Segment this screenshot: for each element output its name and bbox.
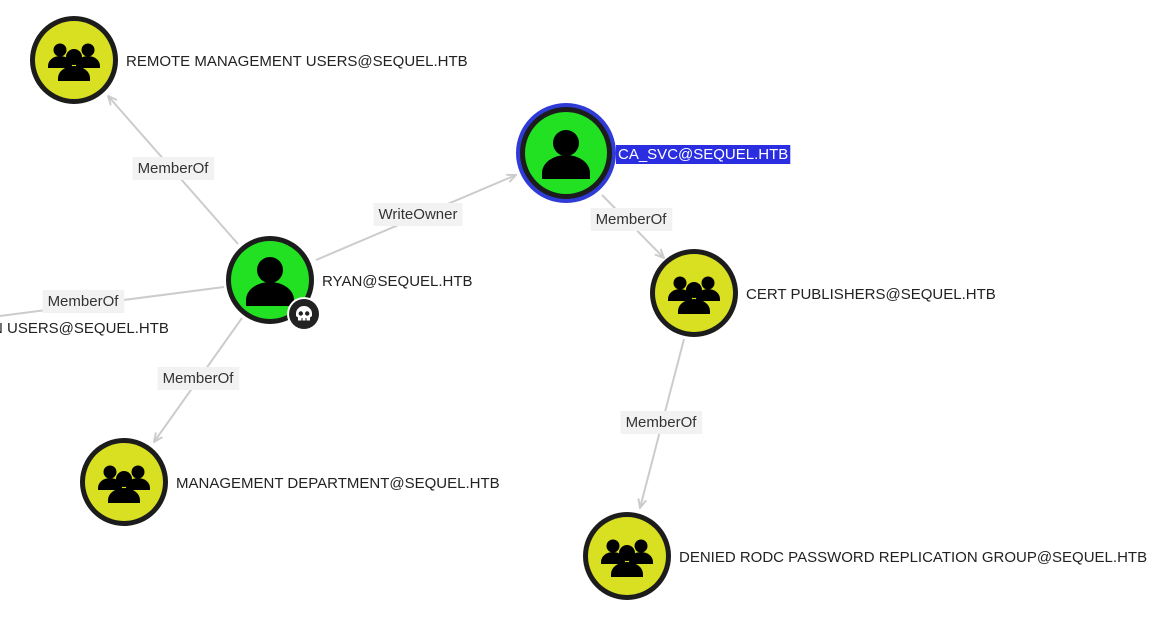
edge-label-background xyxy=(157,367,240,390)
node-mgmt-dept[interactable] xyxy=(80,438,168,526)
node-remote-mgmt[interactable] xyxy=(30,16,118,104)
edge-label-cert-denied[interactable]: MemberOf xyxy=(620,411,703,434)
node-denied-rodc[interactable] xyxy=(583,512,671,600)
edge-label-background xyxy=(620,411,703,434)
edge-label-ryan-remote[interactable]: MemberOf xyxy=(132,157,215,180)
edge-label-text: MemberOf xyxy=(596,211,668,228)
edge-label-background xyxy=(373,203,463,226)
selected-label-highlight xyxy=(616,145,791,164)
node-label-ca-svc: CA_SVC@SEQUEL.HTB xyxy=(618,146,788,163)
edge-labels-layer: MemberOfWriteOwnerMemberOfMemberOfMember… xyxy=(42,157,703,434)
skull-icon xyxy=(296,306,312,321)
edge-label-text: MemberOf xyxy=(48,293,120,310)
edge-label-background xyxy=(590,208,673,231)
nodes-layer: REMOTE MANAGEMENT USERS@SEQUEL.HTB CA_SVC… xyxy=(0,16,1147,600)
node-label-n-users: N USERS@SEQUEL.HTB xyxy=(0,320,169,337)
edge-label-ryan-ca[interactable]: WriteOwner xyxy=(373,203,463,226)
edge-label-background xyxy=(132,157,215,180)
edge-label-text: MemberOf xyxy=(626,414,698,431)
edge-label-text: MemberOf xyxy=(163,370,235,387)
selected-node-label: CA_SVC@SEQUEL.HTB xyxy=(616,145,791,164)
node-label-mgmt-dept: MANAGEMENT DEPARTMENT@SEQUEL.HTB xyxy=(176,475,500,492)
edge-label-text: WriteOwner xyxy=(379,206,458,223)
node-ryan[interactable] xyxy=(226,236,321,331)
edge-label-ryan-nusers[interactable]: MemberOf xyxy=(42,290,125,313)
node-label-remote-mgmt: REMOTE MANAGEMENT USERS@SEQUEL.HTB xyxy=(126,53,468,70)
edge-label-ca-cert[interactable]: MemberOf xyxy=(590,208,673,231)
edge-label-ryan-mgmt[interactable]: MemberOf xyxy=(157,367,240,390)
edge-label-text: MemberOf xyxy=(138,160,210,177)
node-label-ryan: RYAN@SEQUEL.HTB xyxy=(322,273,473,290)
node-ca-svc[interactable] xyxy=(516,103,616,203)
node-cert-publishers[interactable] xyxy=(650,249,738,337)
node-label-cert-publishers: CERT PUBLISHERS@SEQUEL.HTB xyxy=(746,286,996,303)
edge-label-background xyxy=(42,290,125,313)
node-label-denied-rodc: DENIED RODC PASSWORD REPLICATION GROUP@S… xyxy=(679,549,1147,566)
